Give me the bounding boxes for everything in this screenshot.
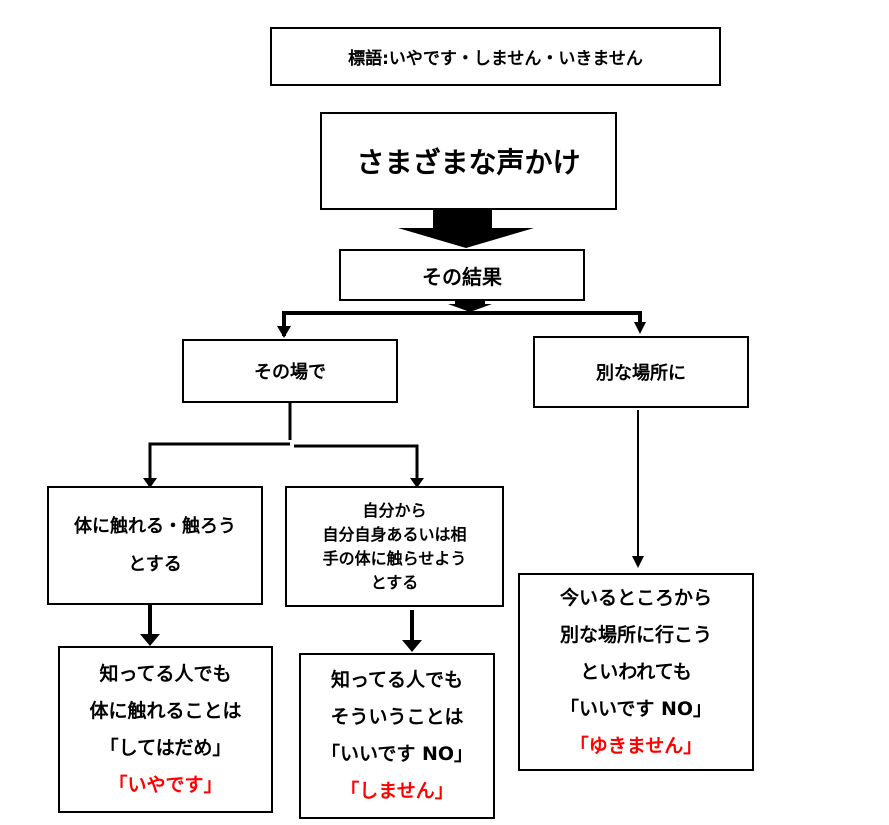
line: 自分から	[362, 500, 427, 520]
line: 自分自身あるいは相	[322, 524, 467, 544]
answer-box-yukimasen: 今いるところから 別な場所に行こう といわれても 「いいです NO」 「ゆきませ…	[518, 573, 754, 771]
line: 体に触れる・触ろう	[74, 515, 236, 537]
line: とする	[370, 572, 419, 592]
answer-text: 「いやです」	[108, 773, 223, 796]
on-the-spot-text: その場で	[254, 362, 326, 383]
touch-box: 体に触れる・触ろう とする	[47, 486, 263, 605]
big-down-arrow	[398, 210, 534, 248]
small-down-arrow	[448, 300, 492, 312]
line: 「してはだめ」	[99, 736, 232, 759]
answer-box-iyadesu: 知ってる人でも 体に触れることは 「してはだめ」 「いやです」	[58, 646, 273, 813]
branch-lines	[148, 311, 642, 642]
main-text: さまざまな声かけ	[356, 146, 581, 179]
result-text: その結果	[422, 264, 502, 289]
other-place-box: 別な場所に	[533, 336, 749, 408]
slogan-text: 標語:いやです・しません・いきません	[348, 49, 643, 69]
line: 別な場所に行こう	[559, 623, 712, 646]
slogan-box: 標語:いやです・しません・いきません	[270, 27, 721, 86]
line: 知ってる人でも	[330, 669, 464, 691]
line: 「いいです NO」	[559, 697, 713, 720]
line: といわれても	[580, 660, 692, 683]
line: 知ってる人でも	[99, 662, 232, 685]
main-box: さまざまな声かけ	[320, 112, 617, 210]
answer-text: 「ゆきません」	[569, 734, 703, 757]
arrowheads	[140, 322, 646, 652]
answer-text: 「しません」	[340, 780, 454, 802]
other-place-text: 別な場所に	[596, 363, 686, 384]
line: とする	[128, 553, 182, 575]
answer-box-shimasen: 知ってる人でも そういうことは 「いいです NO」 「しません」	[299, 653, 495, 819]
result-box: その結果	[339, 249, 585, 301]
make-touch-box: 自分から 自分自身あるいは相 手の体に触らせよう とする	[285, 486, 504, 607]
line: 今いるところから	[559, 586, 712, 609]
line: そういうことは	[330, 706, 464, 728]
line: 体に触れることは	[89, 699, 242, 722]
on-the-spot-box: その場で	[182, 339, 398, 403]
line: 「いいです NO」	[320, 743, 474, 765]
line: 手の体に触らせよう	[322, 548, 467, 568]
